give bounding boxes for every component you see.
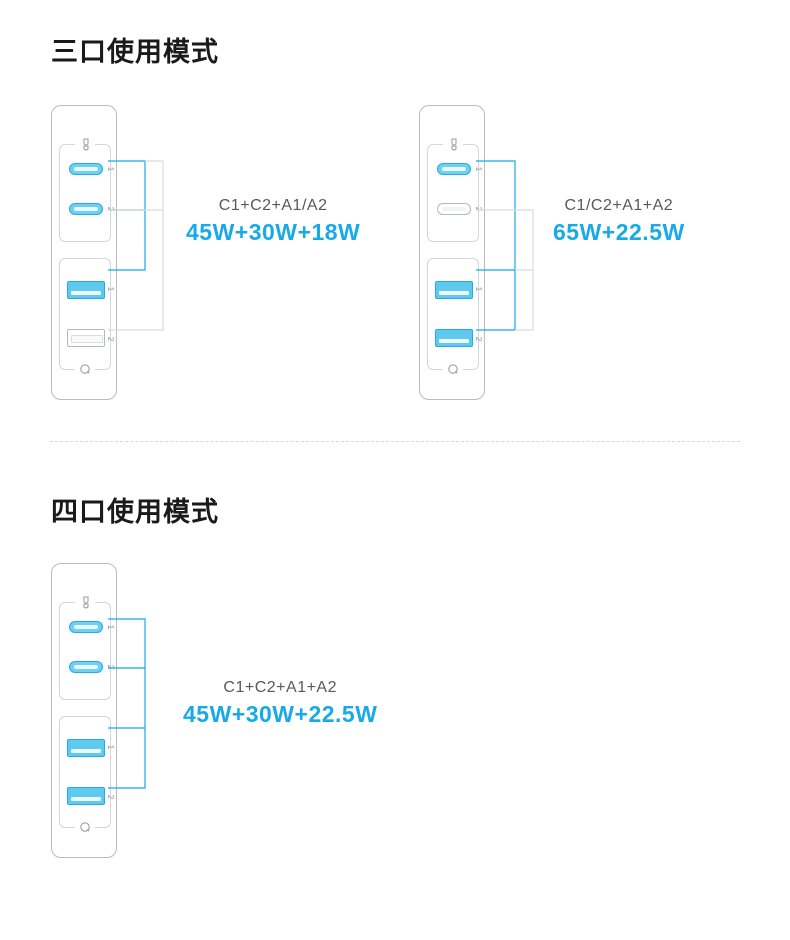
port-c1 [69, 163, 103, 175]
port-c2 [69, 203, 103, 215]
usb-c-port-group: 1 2 [427, 136, 483, 242]
section-title-three-port: 三口使用模式 [51, 37, 219, 67]
port-c1 [69, 621, 103, 633]
pd-logo-icon [75, 136, 95, 154]
port-a2 [67, 329, 105, 347]
port-c2 [437, 203, 471, 215]
combo-ports-text: C1+C2+A1+A2 [223, 679, 337, 696]
usb-a-port-group: 1 2 [59, 716, 115, 836]
combo-ports-text: C1+C2+A1/A2 [218, 197, 328, 214]
charger-3port-mode-a: 1 2 1 2 [51, 105, 117, 400]
combo-ports-text: C1/C2+A1+A2 [564, 197, 674, 214]
combo-watts-text: 65W+22.5W [553, 219, 685, 245]
usb-c-port-group: 1 2 [59, 594, 115, 700]
combo-watts-text: 45W+30W+18W [186, 219, 361, 245]
port-a1 [67, 739, 105, 757]
usb-c-port-group: 1 2 [59, 136, 115, 242]
qc-logo-icon [75, 818, 95, 836]
combo-label-mode-b: C1/C2+A1+A2 65W+22.5W [553, 197, 685, 246]
port-c2 [69, 661, 103, 673]
port-c1 [437, 163, 471, 175]
port-a2 [67, 787, 105, 805]
combo-label-mode-a: C1+C2+A1/A2 45W+30W+18W [186, 197, 360, 246]
port-a1 [67, 281, 105, 299]
pd-logo-icon [443, 136, 463, 154]
charger-3port-mode-b: 1 2 1 2 [419, 105, 485, 400]
usb-a-port-group: 1 2 [59, 258, 115, 378]
section-title-four-port: 四口使用模式 [51, 497, 219, 527]
port-a1 [435, 281, 473, 299]
charger-4port-mode: 1 2 1 2 [51, 563, 117, 858]
section-divider [50, 441, 740, 442]
combo-label-4port: C1+C2+A1+A2 45W+30W+22.5W [183, 679, 377, 728]
port-a2 [435, 329, 473, 347]
qc-logo-icon [443, 360, 463, 378]
usb-a-port-group: 1 2 [427, 258, 483, 378]
pd-logo-icon [75, 594, 95, 612]
qc-logo-icon [75, 360, 95, 378]
combo-watts-text: 45W+30W+22.5W [183, 701, 378, 727]
